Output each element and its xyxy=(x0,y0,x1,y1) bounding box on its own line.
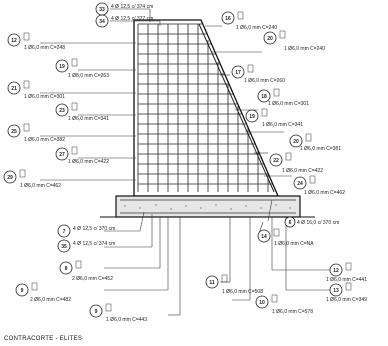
callout-25: 25 1 Ø6,0 mm C=382 xyxy=(7,123,65,143)
callout-33: 33 4 Ø 12,5 c/ 374 cm xyxy=(95,2,153,16)
svg-text:7: 7 xyxy=(63,229,66,235)
callout-20: 20 1 Ø6,0 mm C=240 xyxy=(263,30,325,52)
callout-12: 12 1 Ø6,0 mm C=248 xyxy=(7,32,65,51)
svg-text:1 Ø6,0 mm C=508: 1 Ø6,0 mm C=508 xyxy=(222,289,263,295)
svg-text:17: 17 xyxy=(235,70,241,76)
svg-text:1 Ø6,0 mm C=422: 1 Ø6,0 mm C=422 xyxy=(282,168,323,174)
svg-text:35: 35 xyxy=(61,244,67,250)
svg-text:9: 9 xyxy=(95,309,98,315)
callout-13: 13 1 Ø6,0 mm C=349 xyxy=(326,282,367,303)
svg-text:1 Ø6,0 mm C=301: 1 Ø6,0 mm C=301 xyxy=(24,94,65,100)
svg-text:1 Ø6,0 mm C=240: 1 Ø6,0 mm C=240 xyxy=(236,25,277,31)
svg-text:20: 20 xyxy=(267,36,273,42)
svg-text:4 Ø 16,0 c/ 370 cm: 4 Ø 16,0 c/ 370 cm xyxy=(297,220,339,226)
callout-19: 19 1 Ø8,0 mm C=263 xyxy=(55,58,109,79)
wall-stem xyxy=(133,19,279,197)
svg-text:1 Ø6,0 mm C=248: 1 Ø6,0 mm C=248 xyxy=(24,45,65,51)
svg-text:19: 19 xyxy=(59,64,65,70)
svg-text:1 Ø6,0 mm C=381: 1 Ø6,0 mm C=381 xyxy=(300,146,341,152)
leader-lines xyxy=(40,8,330,316)
callout-7: 7 4 Ø 12,5 c/ 370 cm xyxy=(57,224,115,238)
callout-11: 11 1 Ø6,0 mm C=508 xyxy=(205,274,263,295)
rebar-grid xyxy=(137,23,275,193)
svg-text:1 Ø6,0 mm C=382: 1 Ø6,0 mm C=382 xyxy=(24,137,65,143)
callout-23: 23 1 Ø6,0 mm C=341 xyxy=(55,102,109,122)
svg-text:12: 12 xyxy=(11,38,17,44)
svg-text:16: 16 xyxy=(225,16,231,22)
svg-text:10: 10 xyxy=(259,300,265,306)
svg-text:6: 6 xyxy=(289,220,292,226)
svg-text:23: 23 xyxy=(59,108,65,114)
svg-text:12: 12 xyxy=(333,268,339,274)
svg-text:20: 20 xyxy=(293,139,299,145)
svg-text:14: 14 xyxy=(261,234,267,240)
callout-27: 27 1 Ø6,0 mm C=422 xyxy=(55,146,109,165)
svg-text:21: 21 xyxy=(11,86,17,92)
callout-29: 29 1 Ø6,0 mm C=462 xyxy=(3,169,61,189)
svg-text:1 Ø6,0 mm C=441: 1 Ø6,0 mm C=441 xyxy=(326,277,367,283)
svg-text:24: 24 xyxy=(297,181,303,187)
callout-16: 16 1 Ø6,0 mm C=240 xyxy=(221,11,277,31)
svg-text:1 Ø6,0 mm C=240: 1 Ø6,0 mm C=240 xyxy=(284,46,325,52)
svg-text:29: 29 xyxy=(7,175,13,181)
svg-text:13: 13 xyxy=(333,288,339,294)
svg-text:4 Ø 12,5 c/ 374 cm: 4 Ø 12,5 c/ 374 cm xyxy=(111,4,153,10)
svg-text:1 Ø6,0 mm C=260: 1 Ø6,0 mm C=260 xyxy=(244,78,285,84)
callout-10: 10 1 Ø6,0 mm C=578 xyxy=(255,294,313,315)
callout-35: 35 4 Ø 12,5 c/ 374 cm xyxy=(57,239,115,253)
svg-text:27: 27 xyxy=(59,152,65,158)
svg-text:1 Ø6,0 mm C=462: 1 Ø6,0 mm C=462 xyxy=(304,190,345,196)
svg-text:1 Ø6,0 mm C=NA: 1 Ø6,0 mm C=NA xyxy=(274,241,314,247)
svg-text:1 Ø6,0 mm C=349: 1 Ø6,0 mm C=349 xyxy=(326,297,367,303)
callout-22: 22 1 Ø6,0 mm C=422 xyxy=(269,152,323,174)
svg-text:1 Ø6,0 mm C=443: 1 Ø6,0 mm C=443 xyxy=(106,317,147,323)
svg-text:4 Ø 12,5 c/ 374 cm: 4 Ø 12,5 c/ 374 cm xyxy=(73,241,115,247)
svg-text:1 Ø6,0 mm C=341: 1 Ø6,0 mm C=341 xyxy=(262,122,303,128)
svg-text:22: 22 xyxy=(273,158,279,164)
callout-21: 21 1 Ø6,0 mm C=301 xyxy=(7,80,65,100)
callout-14: 14 1 Ø6,0 mm C=NA xyxy=(257,228,314,247)
svg-text:25: 25 xyxy=(11,129,17,135)
callout-34: 34 4 Ø 12,5 c/ 377 cm xyxy=(95,14,153,28)
svg-text:1 Ø6,0 mm C=578: 1 Ø6,0 mm C=578 xyxy=(272,309,313,315)
svg-text:34: 34 xyxy=(99,19,105,25)
svg-text:1 Ø6,0 mm C=301: 1 Ø6,0 mm C=301 xyxy=(268,101,309,107)
callout-24: 24 1 Ø6,0 mm C=462 xyxy=(293,175,345,196)
svg-text:18: 18 xyxy=(261,94,267,100)
svg-text:33: 33 xyxy=(99,7,105,13)
drawing-caption: CONTRACORTE - ELITES xyxy=(4,336,82,342)
svg-text:9: 9 xyxy=(21,288,24,294)
svg-text:1 Ø6,0 mm C=462: 1 Ø6,0 mm C=462 xyxy=(20,183,61,189)
svg-text:11: 11 xyxy=(209,280,215,286)
svg-text:2 Ø6,0 mm C=482: 2 Ø6,0 mm C=482 xyxy=(30,297,71,303)
callout-20-right: 20 1 Ø6,0 mm C=381 xyxy=(289,133,341,152)
svg-text:4 Ø 12,5 c/ 377 cm: 4 Ø 12,5 c/ 377 cm xyxy=(111,16,153,22)
svg-text:19: 19 xyxy=(249,114,255,120)
svg-text:1 Ø6,0 mm C=422: 1 Ø6,0 mm C=422 xyxy=(68,159,109,165)
callout-9-lower: 9 1 Ø6,0 mm C=443 xyxy=(89,303,147,323)
svg-text:1 Ø6,0 mm C=341: 1 Ø6,0 mm C=341 xyxy=(68,116,109,122)
svg-text:4 Ø 12,5 c/ 370 cm: 4 Ø 12,5 c/ 370 cm xyxy=(73,226,115,232)
callout-6: 6 4 Ø 16,0 c/ 370 cm xyxy=(284,216,339,228)
callout-19-right: 19 1 Ø6,0 mm C=341 xyxy=(245,108,303,128)
callout-18: 18 1 Ø6,0 mm C=301 xyxy=(257,88,309,107)
callout-8: 8 2 Ø6,0 mm C=452 xyxy=(59,260,113,282)
svg-text:2 Ø6,0 mm C=452: 2 Ø6,0 mm C=452 xyxy=(72,276,113,282)
svg-text:8: 8 xyxy=(65,266,68,272)
callout-12-lower: 12 1 Ø6,0 mm C=441 xyxy=(326,262,367,283)
svg-text:1 Ø8,0 mm C=263: 1 Ø8,0 mm C=263 xyxy=(68,73,109,79)
callout-17: 17 1 Ø6,0 mm C=260 xyxy=(231,64,285,84)
callout-9: 9 2 Ø6,0 mm C=482 xyxy=(15,282,71,303)
